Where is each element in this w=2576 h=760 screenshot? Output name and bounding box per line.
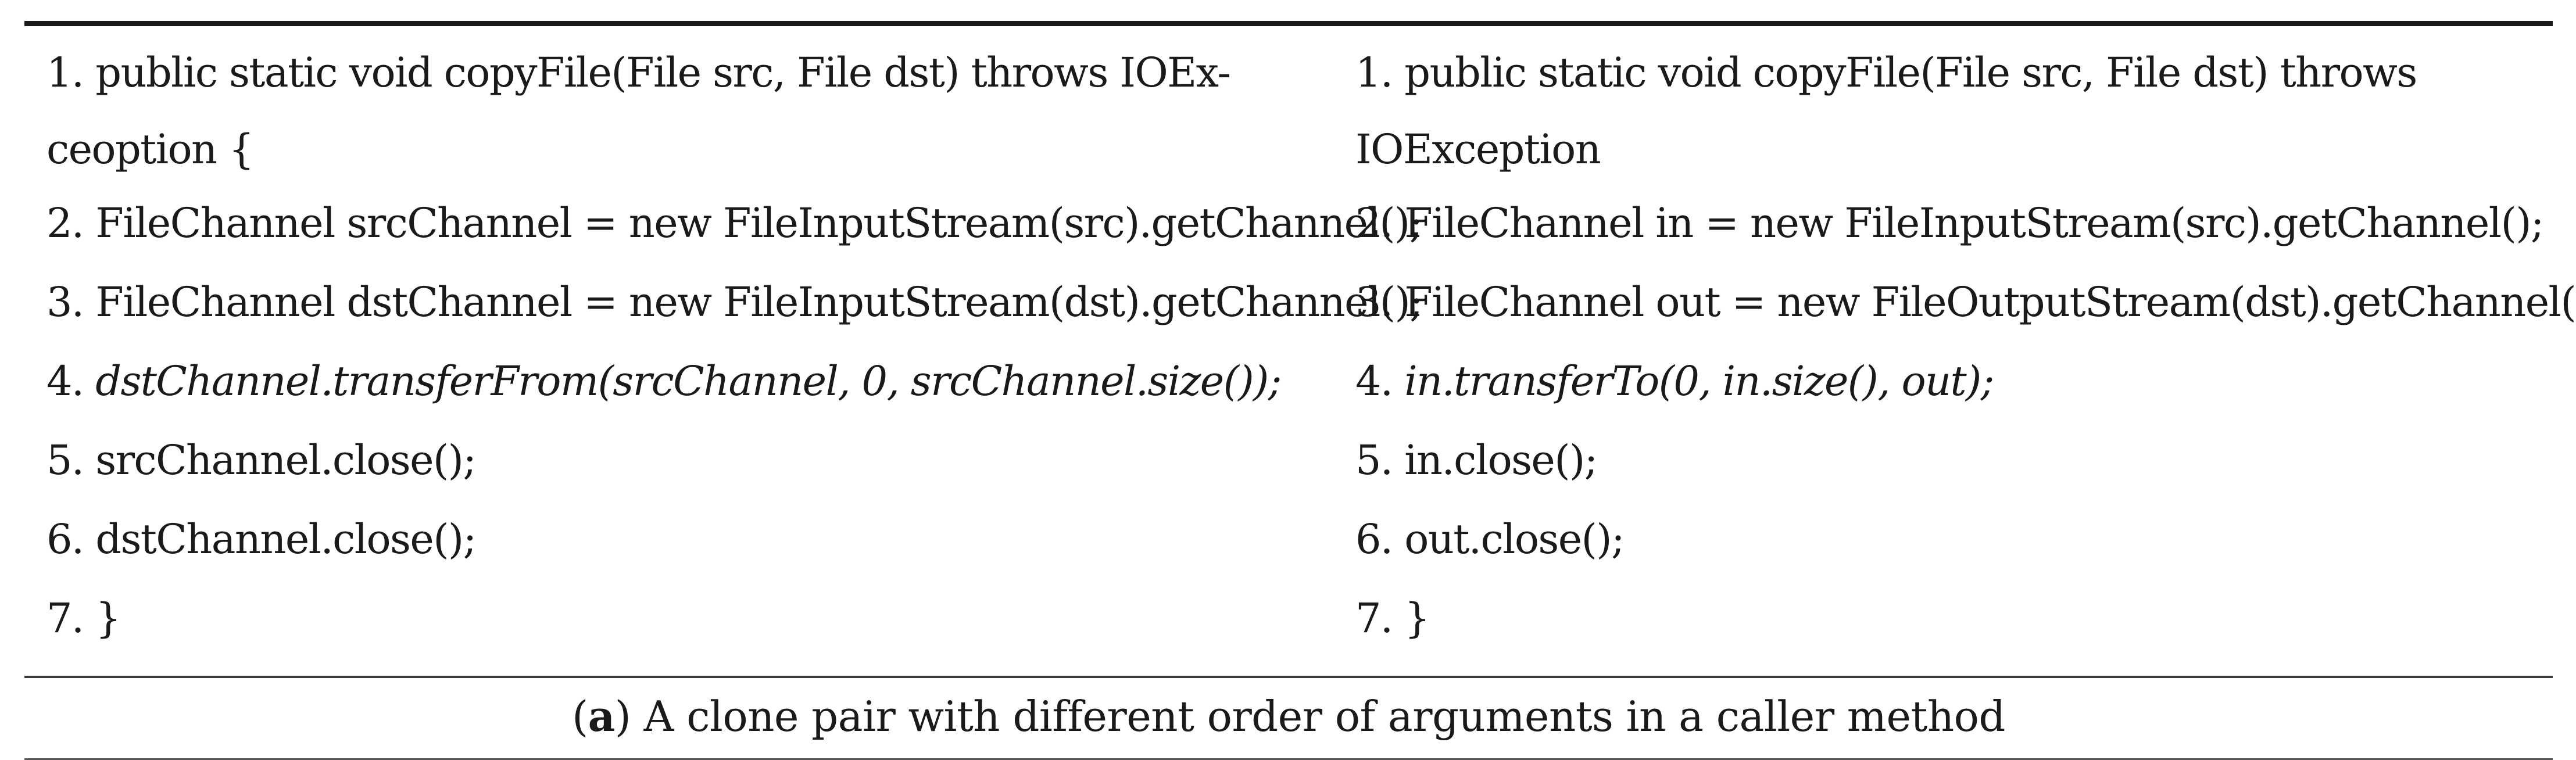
- code-text: srcChannel.close();: [95, 436, 477, 484]
- left-code-line-1: 1. public static void copyFile(File src,…: [46, 34, 1355, 188]
- line-number: 7.: [1355, 594, 1393, 642]
- code-text: FileChannel srcChannel = new FileInputSt…: [95, 199, 1423, 247]
- left-code-line-5: 5. srcChannel.close();: [46, 433, 1355, 487]
- right-code-line-7: 7. }: [1355, 591, 2553, 646]
- line-number: 4.: [46, 357, 84, 405]
- right-code-line-5: 5. in.close();: [1355, 433, 2553, 487]
- line-number: 2.: [1355, 199, 1393, 247]
- code-text: in.transferTo(0, in.size(), out);: [1404, 357, 1994, 405]
- code-text: public static void copyFile(File src, Fi…: [46, 49, 1231, 173]
- code-text: public static void copyFile(File src, Fi…: [1355, 49, 2417, 173]
- right-code-line-6: 6. out.close();: [1355, 512, 2553, 567]
- caption-text: A clone pair with different order of arg…: [643, 692, 2006, 741]
- code-text: out.close();: [1404, 515, 1625, 563]
- line-number: 5.: [1355, 436, 1393, 484]
- left-code-line-3: 3. FileChannel dstChannel = new FileInpu…: [46, 275, 1423, 329]
- right-code-line-1: 1. public static void copyFile(File src,…: [1355, 34, 2553, 188]
- code-text: FileChannel out = new FileOutputStream(d…: [1404, 278, 2576, 326]
- line-number: 1.: [1355, 49, 1393, 96]
- caption-label: a: [588, 691, 616, 741]
- line-number: 6.: [1355, 515, 1393, 563]
- line-number: 3.: [46, 278, 84, 326]
- table-caption: (a) A clone pair with different order of…: [572, 691, 2006, 741]
- left-code-line-2: 2. FileChannel srcChannel = new FileInpu…: [46, 196, 1423, 250]
- code-text: }: [1404, 594, 1430, 642]
- line-number: 4.: [1355, 357, 1393, 405]
- code-text: FileChannel in = new FileInputStream(src…: [1404, 199, 2544, 247]
- line-number: 1.: [46, 49, 84, 96]
- code-text: FileChannel dstChannel = new FileInputSt…: [95, 278, 1423, 326]
- code-text: dstChannel.transferFrom(srcChannel, 0, s…: [95, 357, 1282, 405]
- left-code-line-4: 4. dstChannel.transferFrom(srcChannel, 0…: [46, 354, 1355, 408]
- left-code-line-6: 6. dstChannel.close();: [46, 512, 1355, 567]
- left-code-column: 1. public static void copyFile(File src,…: [24, 42, 1423, 670]
- line-number: 7.: [46, 594, 84, 642]
- left-code-line-7: 7. }: [46, 591, 1355, 646]
- right-code-column: 1. public static void copyFile(File src,…: [1355, 42, 2576, 670]
- table-top-rule: [24, 21, 2553, 26]
- line-number: 5.: [46, 436, 84, 484]
- code-text: dstChannel.close();: [95, 515, 477, 563]
- code-comparison-table: 1. public static void copyFile(File src,…: [24, 21, 2576, 760]
- code-grid: 1. public static void copyFile(File src,…: [24, 26, 2576, 676]
- code-text: }: [95, 594, 121, 642]
- right-code-line-3: 3. FileChannel out = new FileOutputStrea…: [1355, 275, 2576, 329]
- line-number: 6.: [46, 515, 84, 563]
- table-mid-rule: [24, 676, 2553, 678]
- line-number: 2.: [46, 199, 84, 247]
- right-code-line-2: 2. FileChannel in = new FileInputStream(…: [1355, 196, 2553, 250]
- code-text: in.close();: [1404, 436, 1598, 484]
- line-number: 3.: [1355, 278, 1393, 326]
- right-code-line-4: 4. in.transferTo(0, in.size(), out);: [1355, 354, 2553, 408]
